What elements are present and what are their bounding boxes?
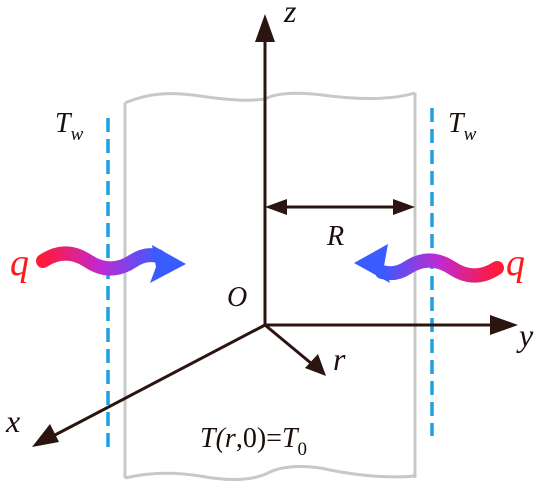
x-axis-arrowhead (32, 424, 59, 447)
wall-temp-symbol: T (448, 108, 466, 139)
ic-rhs-symbol: T (282, 423, 300, 454)
wall-temp-symbol: T (55, 108, 73, 139)
ic-var: r (225, 423, 236, 454)
cylinder-bottom-edge (124, 465, 416, 481)
axes (32, 14, 518, 447)
r-axis-arrowhead (305, 354, 326, 376)
origin-label: O (227, 282, 247, 313)
right-heat-flux-label: q (506, 242, 525, 284)
ic-rest: ,0)= (236, 423, 282, 454)
radius-label: R (326, 221, 344, 252)
radius-arrowhead-right (393, 199, 415, 215)
x-axis-label: x (5, 403, 20, 439)
x-axis-line (54, 323, 266, 437)
right-heat-flux-arrow (354, 244, 504, 283)
y-axis-label: y (516, 317, 534, 353)
wall-temp-subscript: w (71, 124, 84, 145)
right-wall-temperature-label: Tw (448, 108, 477, 145)
left-wall-temperature-label: Tw (55, 108, 84, 145)
radius-arrowhead-left (265, 199, 287, 215)
left-heat-flux-arrow (36, 245, 186, 283)
ic-rhs-subscript: 0 (298, 439, 308, 460)
r-axis-line (264, 323, 313, 366)
cylinder-top-edge (124, 91, 416, 105)
ic-prefix: T( (200, 423, 227, 454)
wall-temp-subscript: w (464, 124, 477, 145)
z-axis-label: z (283, 0, 297, 29)
initial-condition-equation: T(r,0)=T0 (200, 423, 307, 460)
y-axis-arrowhead (490, 315, 518, 335)
r-axis-label: r (333, 341, 346, 377)
z-axis-arrowhead (255, 14, 275, 42)
left-heat-flux-label: q (10, 242, 29, 284)
cylinder (123, 91, 417, 481)
